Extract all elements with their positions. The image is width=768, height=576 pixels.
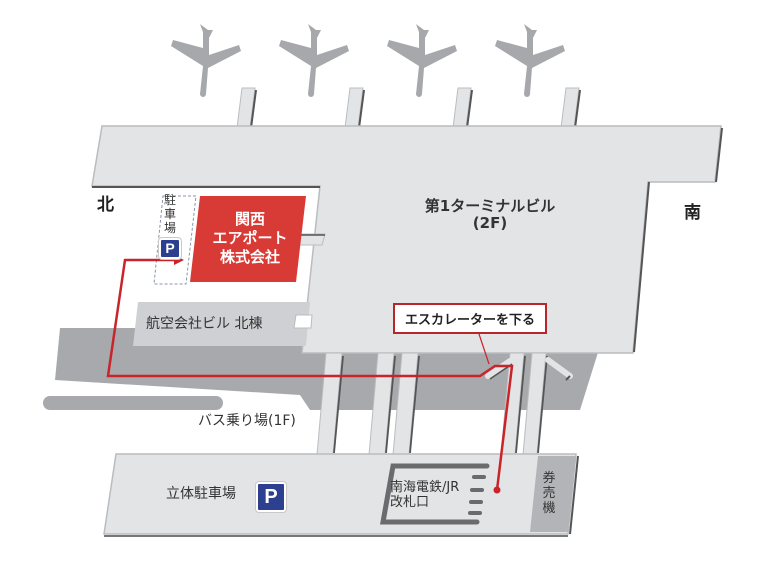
kansai-airport-company-block bbox=[190, 196, 306, 282]
terminal-label: 第1ターミナルビル (2F) bbox=[405, 197, 575, 233]
parking-icon: P bbox=[256, 482, 286, 512]
terminal-floor: (2F) bbox=[472, 214, 508, 233]
airline-building-north bbox=[133, 302, 313, 346]
small-parking-label: 駐 車 場 bbox=[163, 193, 176, 235]
small-parking-area bbox=[153, 195, 197, 285]
station-gate-label: 南海電鉄/JR 改札口 bbox=[390, 480, 460, 510]
escalator-callout: エスカレーターを下る bbox=[393, 303, 548, 334]
kansai-airport-company-label: 関西 エアポート 株式会社 bbox=[212, 210, 288, 266]
parking-icon: P bbox=[159, 238, 181, 259]
bus-stop-label: バス乗り場(1F) bbox=[198, 413, 296, 429]
terminal-name: 第1ターミナルビル bbox=[424, 197, 556, 215]
station-gate-frame bbox=[380, 463, 490, 525]
terminal-building bbox=[91, 125, 723, 354]
north-label: 北 bbox=[97, 195, 114, 215]
airplane-icon bbox=[495, 24, 565, 97]
airplane-icon bbox=[171, 24, 241, 97]
lower-building bbox=[103, 453, 579, 537]
ticket-machine-label: 券 売 機 bbox=[542, 471, 556, 516]
airline-building-label: 航空会社ビル 北棟 bbox=[146, 316, 263, 332]
airplane-icons bbox=[171, 24, 565, 97]
multistory-parking-label: 立体駐車場 bbox=[166, 486, 236, 502]
airplane-icon bbox=[279, 24, 349, 97]
airplane-icon bbox=[387, 24, 457, 97]
south-label: 南 bbox=[684, 203, 701, 223]
walking-route bbox=[106, 258, 514, 491]
